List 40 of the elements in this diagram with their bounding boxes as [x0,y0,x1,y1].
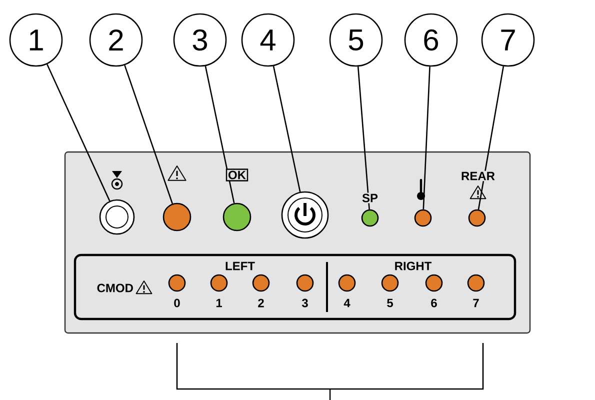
leader-line [272,66,301,192]
panel-label: REAR [460,170,496,182]
callout-number: 6 [404,13,458,67]
led: 1 [210,274,228,308]
callout-number: 1 [9,13,63,67]
led [222,202,252,232]
node-label: 3 [302,298,308,308]
node-label: 5 [387,298,393,308]
leader-line [46,64,110,202]
led [414,209,432,227]
led [162,202,192,232]
node-label: 6 [431,298,437,308]
callout-number: 5 [329,13,383,67]
led: 7 [467,274,485,308]
node-label: 1 [216,298,222,308]
leader-line [422,66,430,210]
callout-number: 3 [173,13,227,67]
led: 5 [381,274,399,308]
leader-line [478,66,504,210]
locator-button [99,199,135,235]
callout-number: 4 [241,13,295,67]
power-button [281,191,329,239]
leader-line [357,66,370,210]
led [468,209,486,227]
panel-label: SP [361,192,379,204]
callout-number: 2 [89,13,143,67]
leader-line [204,66,235,204]
callout-number: 7 [481,13,535,67]
node-label: 4 [344,298,350,308]
led [361,209,379,227]
node-label: 2 [258,298,264,308]
led: 4 [338,274,356,308]
led: 2 [252,274,270,308]
led: 6 [425,274,443,308]
node-label: 7 [473,298,479,308]
node-label: 0 [174,298,180,308]
led: 3 [296,274,314,308]
leader-line [124,64,173,204]
panel-label: OK [226,168,248,182]
led: 0 [168,274,186,308]
